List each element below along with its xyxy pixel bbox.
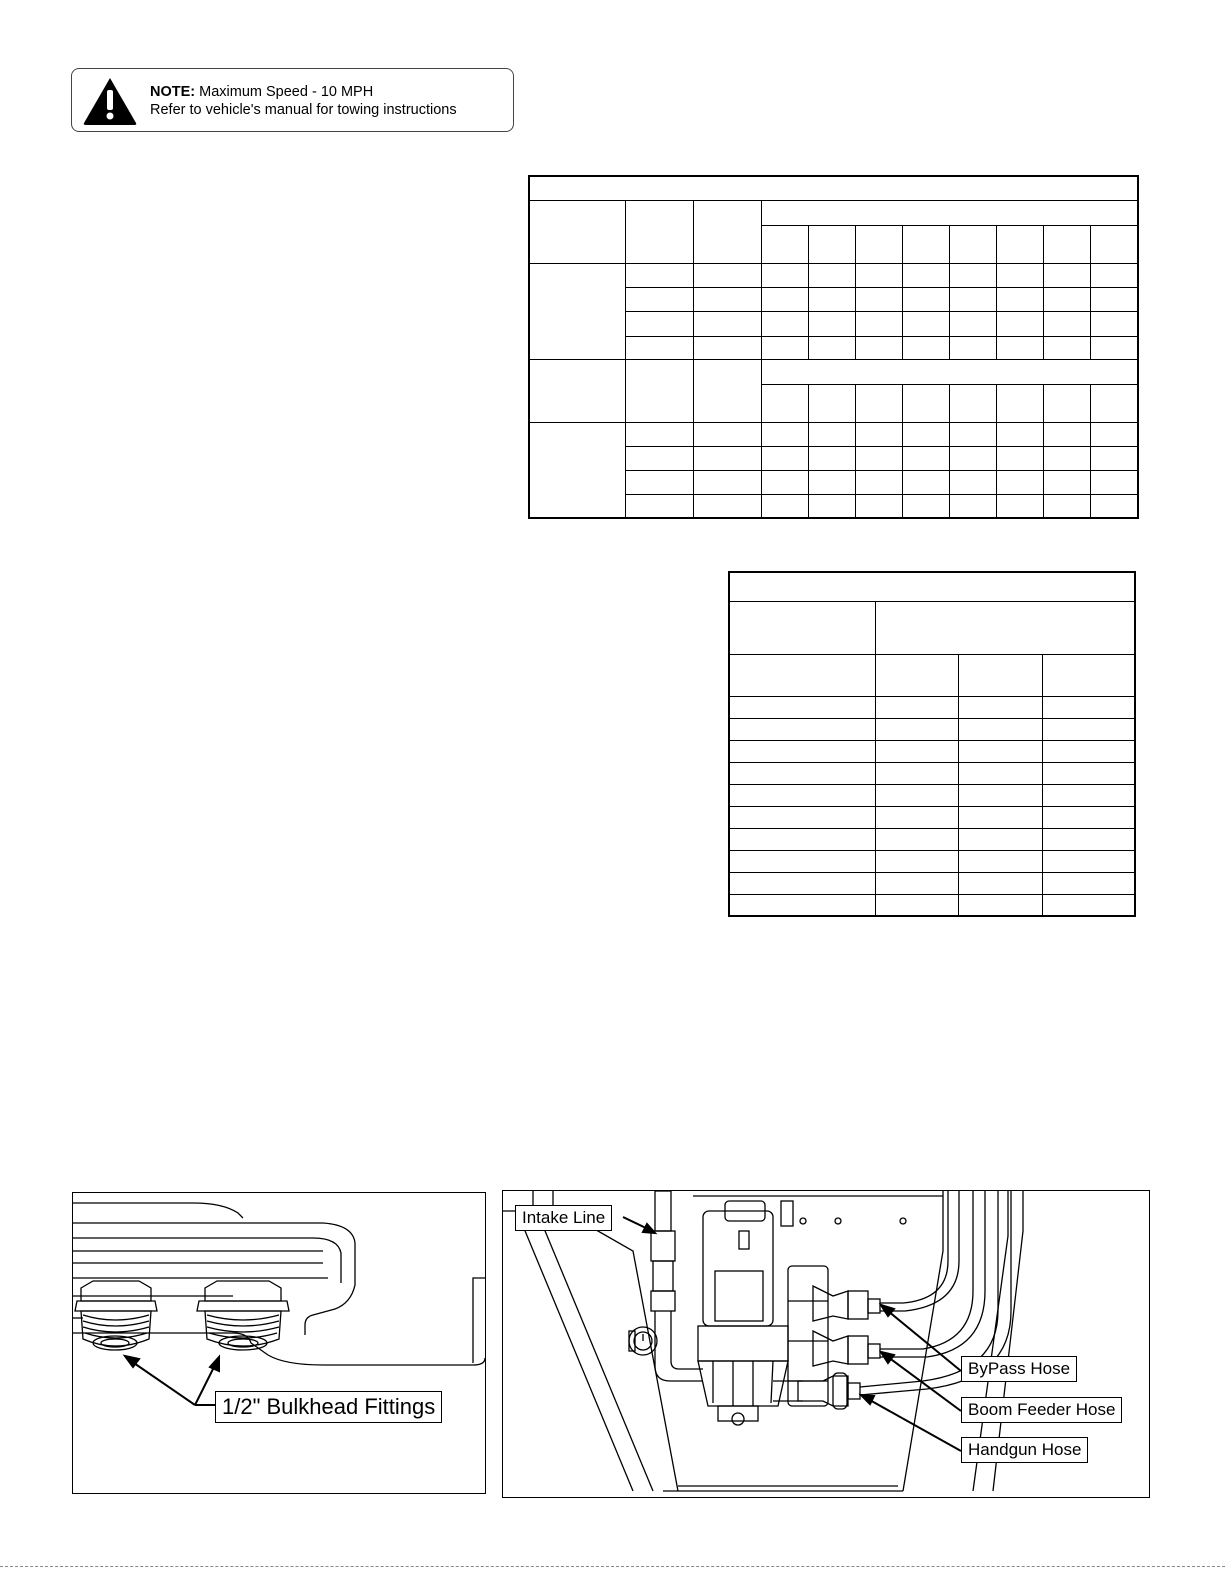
table-header-cell bbox=[902, 224, 951, 264]
table-header-cell bbox=[528, 358, 626, 423]
table-row bbox=[728, 849, 1136, 873]
bulkhead-fittings-figure: 1/2" Bulkhead Fittings bbox=[72, 1192, 486, 1494]
table-header-cell bbox=[760, 224, 809, 264]
pump-assembly-drawing bbox=[503, 1191, 1024, 1492]
bypass-hose-callout: ByPass Hose bbox=[961, 1356, 1078, 1382]
table-header-cell bbox=[528, 199, 626, 264]
table-cell bbox=[528, 262, 626, 360]
note-prefix: NOTE: bbox=[150, 84, 196, 100]
note-text: NOTE: Maximum Speed - 10 MPH Refer to ve… bbox=[150, 83, 457, 119]
table-row bbox=[529, 445, 1139, 471]
table-row bbox=[728, 805, 1136, 829]
table-header-cell bbox=[807, 224, 857, 264]
table-row bbox=[528, 262, 1139, 360]
table-row bbox=[728, 783, 1136, 807]
bulkhead-fittings-callout: 1/2" Bulkhead Fittings bbox=[215, 1391, 443, 1423]
intake-line-callout: Intake Line bbox=[515, 1205, 613, 1231]
table-header-cell bbox=[996, 224, 1045, 264]
table-header-cell bbox=[1041, 653, 1136, 697]
table-header-cell bbox=[760, 199, 1139, 226]
table-row bbox=[529, 493, 1139, 519]
table-header-cell bbox=[624, 199, 694, 264]
table-row bbox=[728, 695, 1136, 719]
table-header-cell bbox=[728, 600, 876, 655]
coverage-table bbox=[528, 175, 1139, 519]
table-row bbox=[728, 827, 1136, 851]
note-box: NOTE: Maximum Speed - 10 MPH Refer to ve… bbox=[71, 68, 514, 132]
note-line-2: Refer to vehicle's manual for towing ins… bbox=[150, 102, 457, 118]
table-row bbox=[728, 739, 1136, 763]
table-row bbox=[728, 871, 1136, 895]
table-row bbox=[728, 761, 1136, 785]
table-row bbox=[728, 717, 1136, 741]
boom-feeder-hose-callout: Boom Feeder Hose bbox=[961, 1397, 1123, 1423]
rate-table bbox=[728, 571, 1136, 917]
table-header-cell bbox=[1090, 224, 1139, 264]
pump-assembly-figure: Intake Line ByPass Hose Boom Feeder Hose… bbox=[502, 1190, 1150, 1498]
table-row bbox=[528, 421, 1139, 519]
table-header-cell bbox=[624, 358, 694, 423]
table-header-cell bbox=[949, 224, 998, 264]
table-row bbox=[728, 893, 1136, 917]
warning-triangle-icon bbox=[83, 78, 137, 125]
page-bottom-rule bbox=[0, 1566, 1225, 1567]
table-header-cell bbox=[692, 358, 762, 423]
table-header-cell bbox=[760, 358, 1139, 385]
note-line-1: Maximum Speed - 10 MPH bbox=[195, 84, 374, 100]
table-header-cell bbox=[874, 653, 960, 697]
table-header-cell bbox=[1043, 224, 1092, 264]
table-header-cell bbox=[958, 653, 1043, 697]
table-header-cell bbox=[692, 199, 762, 264]
table-header-cell bbox=[854, 224, 904, 264]
table-title-cell bbox=[528, 175, 1139, 201]
bulkhead-fittings-drawing bbox=[73, 1202, 485, 1406]
table-header-cell bbox=[874, 600, 1136, 655]
table-header-cell bbox=[728, 653, 876, 697]
handgun-hose-callout: Handgun Hose bbox=[961, 1437, 1089, 1463]
table-title-cell bbox=[728, 571, 1136, 602]
table-cell bbox=[528, 421, 626, 519]
